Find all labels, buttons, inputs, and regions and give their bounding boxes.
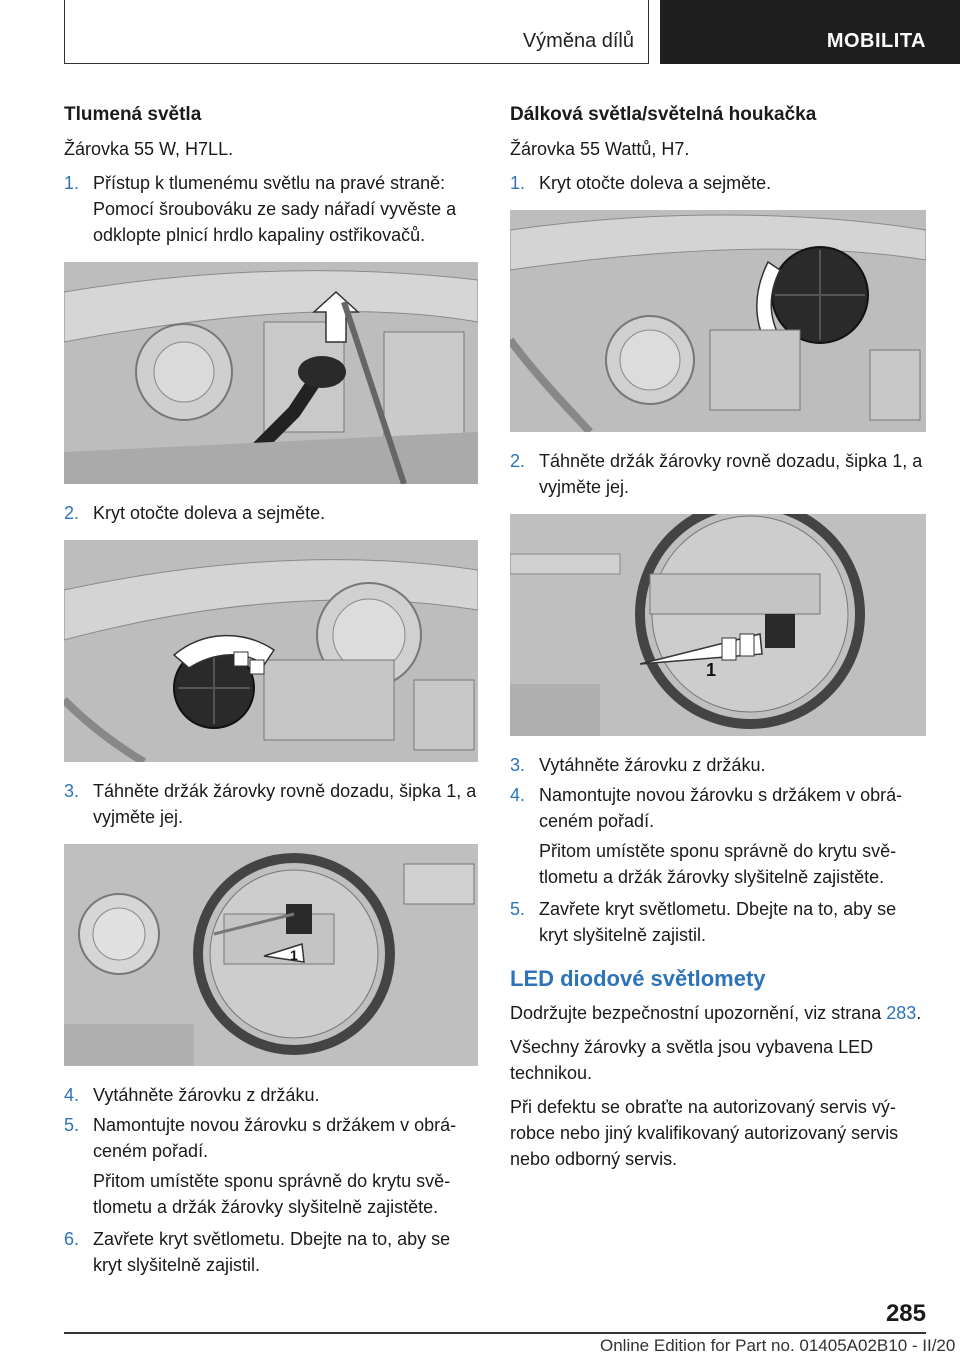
step-number: 1. [510,173,526,193]
page-number: 285 [885,1300,926,1327]
step-text: Táhněte držák žárovky rovně dozadu, šipk… [539,451,923,497]
header-section-box: Výměna dílů [64,0,649,64]
step-number: 5. [510,899,526,919]
header-chapter-tab: MOBILITA [660,0,960,64]
low-beam-heading: Tlumená světla [64,104,202,125]
figure-callout-1: 1 [706,660,716,680]
step-number: 1. [64,173,80,193]
figure-callout-1: 1 [290,947,298,963]
low-beam-step-5-note: Přitom umístěte sponu správně do krytu s… [93,1171,451,1217]
step-text: Táhněte držák žárovky rovně dozadu, šipk… [93,781,477,827]
step-number: 5. [64,1115,80,1135]
low-beam-bulb-spec: Žárovka 55 W, H7LL. [64,139,234,159]
led-safety-end: . [916,1003,922,1023]
step-text: Vytáhněte žárovku z držáku. [539,755,766,775]
low-beam-step-3: 3. Táhněte držák žárovky rovně dozadu, š… [64,778,478,830]
header-chapter-title: MOBILITA [826,30,926,52]
high-beam-step-3: 3. Vytáhněte žárovku z držáku. [510,752,926,778]
high-beam-step-4: 4. Namontujte novou žárovku s držákem v … [510,782,926,834]
low-beam-figure-3-holder: 1 [64,844,478,1066]
low-beam-step-4: 4. Vytáhněte žárovku z držáku. [64,1082,478,1108]
high-beam-heading: Dálková světla/světelná houkačka [510,104,817,125]
led-safety-text: Dodržujte bezpečnostní upozornění, viz s… [510,1003,882,1023]
high-beam-step-1: 1. Kryt otočte doleva a sejměte. [510,170,926,196]
step-number: 2. [64,503,80,523]
low-beam-step-1: 1. Přístup k tlumenému světlu na pravé s… [64,170,478,248]
low-beam-figure-2-cover [64,540,478,762]
step-number: 4. [64,1085,80,1105]
high-beam-figure-1-cover [510,210,926,432]
step-number: 3. [510,755,526,775]
footer-edition: Online Edition for Part no. 01405A02B10 … [600,1336,956,1355]
step-text: Přístup k tlumenému světlu na pravé stra… [93,173,457,245]
high-beam-step-5: 5. Zavřete kryt světlometu. Dbejte na to… [510,896,926,948]
step-text: Zavřete kryt světlometu. Dbejte na to, a… [93,1229,451,1275]
low-beam-step-5: 5. Namontujte novou žárovku s držákem v … [64,1112,478,1164]
low-beam-figure-1-washer-filler [64,262,478,484]
page-link-283[interactable]: 283 [886,1003,917,1023]
high-beam-step-2: 2. Táhněte držák žárovky rovně dozadu, š… [510,448,926,500]
footer-divider [64,1332,926,1334]
high-beam-bulb-spec: Žárovka 55 Wattů, H7. [510,139,690,159]
right-column: Dálková světla/světelná houkačka Žárovka… [510,102,926,1180]
step-number: 2. [510,451,526,471]
high-beam-step-4-note: Přitom umístěte sponu správně do krytu s… [539,841,897,887]
step-text: Kryt otočte doleva a sejměte. [539,173,772,193]
step-text: Vytáhněte žárovku z držáku. [93,1085,320,1105]
led-headlights-heading: LED diodové světlomety [510,966,766,991]
low-beam-step-2: 2. Kryt otočte doleva a sejměte. [64,500,478,526]
step-number: 4. [510,785,526,805]
step-text: Namontujte novou žárovku s držákem v obr… [539,785,903,831]
step-text: Kryt otočte doleva a sejměte. [93,503,326,523]
low-beam-step-6: 6. Zavřete kryt světlometu. Dbejte na to… [64,1226,478,1278]
led-service-note: Při defektu se obraťte na autorizovaný s… [510,1097,899,1169]
header-section-title: Výměna dílů [522,30,634,52]
step-text: Zavřete kryt světlometu. Dbejte na to, a… [539,899,897,945]
left-column: Tlumená světla Žárovka 55 W, H7LL. 1. Př… [64,102,478,1282]
led-technology-note: Všechny žárovky a světla jsou vybavena L… [510,1037,874,1083]
led-safety-reference: Dodržujte bezpečnostní upozornění, viz s… [510,1000,926,1026]
step-number: 6. [64,1229,80,1249]
step-number: 3. [64,781,80,801]
step-text: Namontujte novou žárovku s držákem v obr… [93,1115,457,1161]
high-beam-figure-2-holder: 1 [510,514,926,736]
